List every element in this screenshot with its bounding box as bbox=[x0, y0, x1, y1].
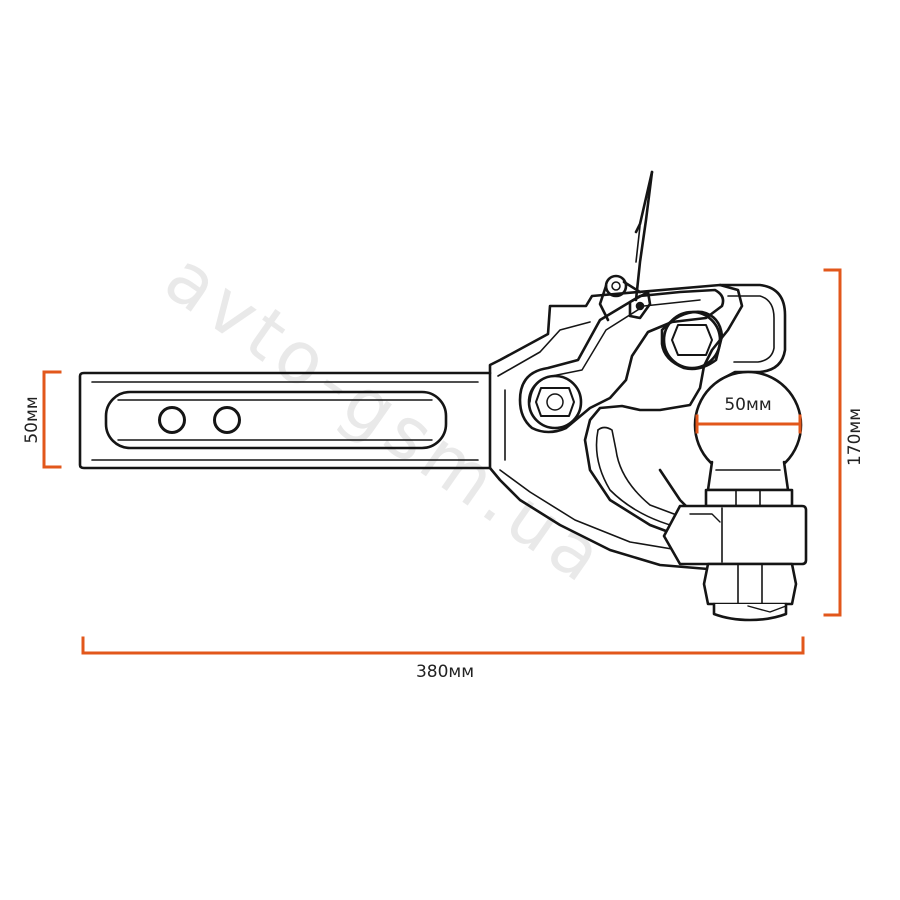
dim-total-height bbox=[823, 268, 842, 617]
dim-shank-height bbox=[42, 370, 62, 469]
label-total-height: 170мм bbox=[845, 408, 865, 466]
pivot-bolt-upper bbox=[662, 310, 722, 370]
mounting-block bbox=[662, 504, 808, 566]
ball-nut bbox=[702, 562, 798, 622]
safety-pin bbox=[598, 170, 654, 322]
dim-ball-diameter bbox=[695, 414, 802, 434]
pin-hole-2 bbox=[213, 406, 241, 434]
label-total-length: 380мм bbox=[416, 662, 474, 682]
label-ball-diameter: 50мм bbox=[724, 395, 771, 415]
watermark: avto-gsm.ua bbox=[150, 235, 623, 601]
tow-ball bbox=[693, 370, 803, 508]
dim-total-length bbox=[81, 636, 805, 655]
pivot-bolt-lower bbox=[527, 374, 583, 430]
body-plate bbox=[488, 283, 762, 572]
hitch-drawing bbox=[78, 170, 808, 622]
pin-hole-1 bbox=[158, 406, 186, 434]
dimensions bbox=[42, 268, 842, 655]
label-shank-height: 50мм bbox=[22, 396, 42, 443]
